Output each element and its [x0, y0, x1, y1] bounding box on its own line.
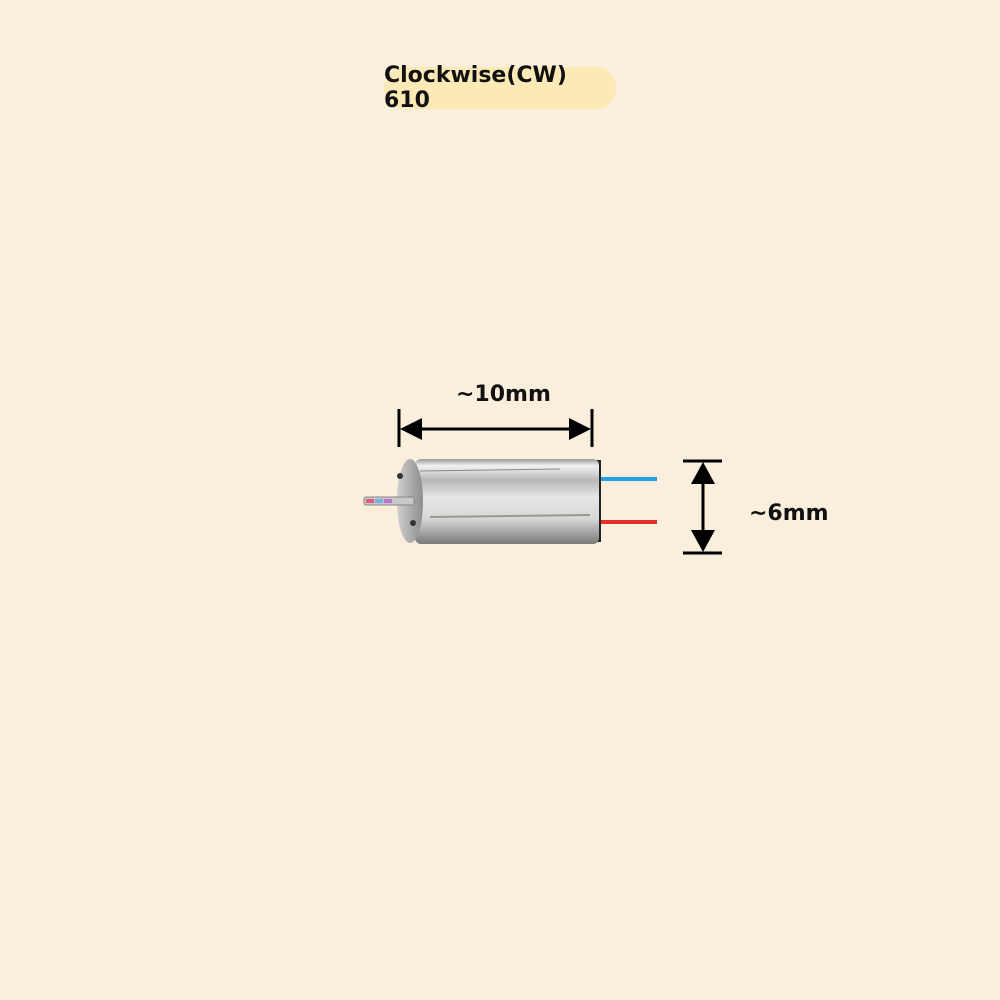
motor-wires: [595, 477, 657, 524]
diameter-label: ~6mm: [749, 501, 829, 526]
length-label: ~10mm: [456, 382, 551, 407]
diameter-dimension: [683, 459, 722, 555]
motor: [363, 459, 601, 544]
length-dimension: [397, 409, 594, 447]
product-title: Clockwise(CW) 610: [384, 63, 616, 113]
